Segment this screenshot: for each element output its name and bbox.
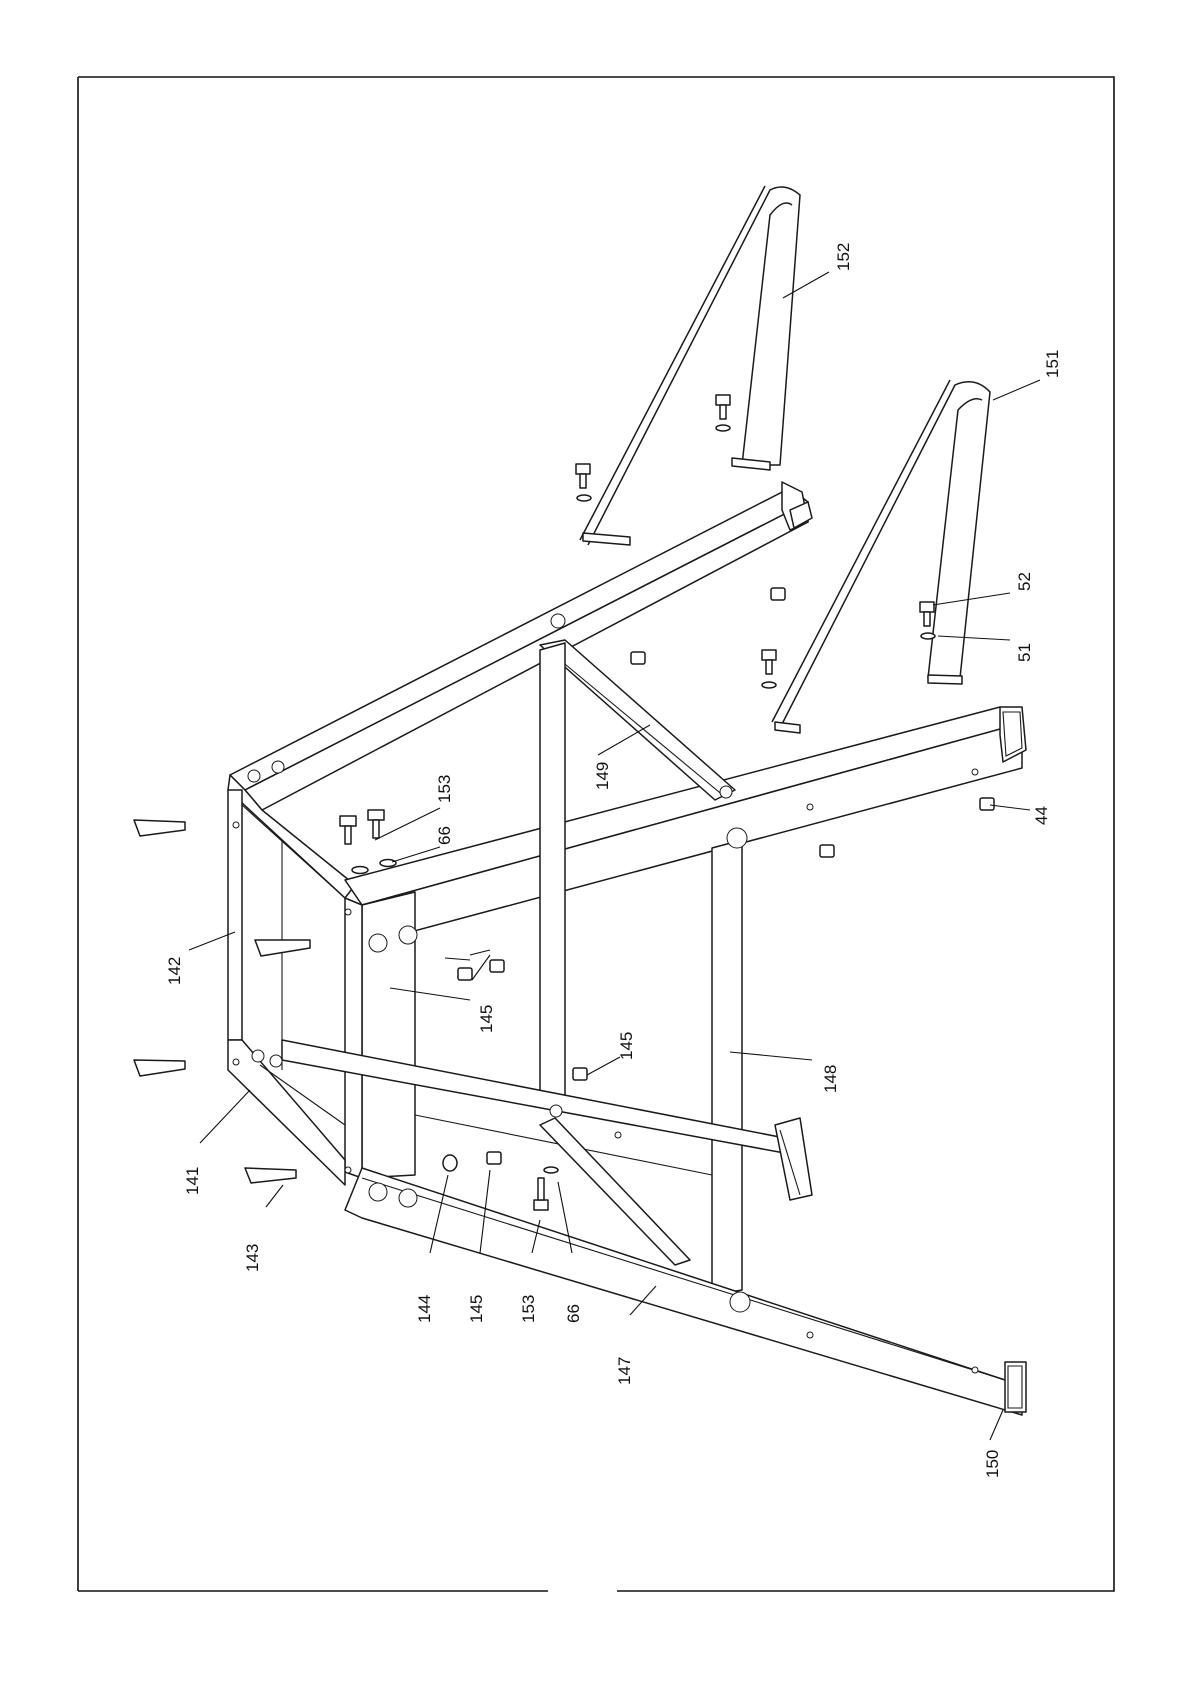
callout-66-low: 66 [564,1304,583,1323]
callout-151: 151 [1043,350,1062,378]
frame-assembly [228,482,1026,1415]
callout-51: 51 [1015,643,1034,662]
right-long-beam [345,707,1026,945]
callout-147: 147 [615,1357,634,1385]
callout-153: 153 [435,775,454,803]
upper-beam-end-cap [782,482,812,530]
callout-143: 143 [243,1244,262,1272]
vertical-post-1 [540,643,565,1100]
callout-145-right: 145 [617,1032,636,1060]
handle-loop-151 [772,380,990,733]
callout-141: 141 [183,1167,202,1195]
handle-loop-152 [580,186,800,545]
callout-152: 152 [834,243,853,271]
callout-44: 44 [1032,806,1051,825]
callout-149: 149 [593,762,612,790]
callout-144: 144 [415,1295,434,1323]
vertical-post-2 [712,840,742,1295]
lower-long-beam-147 [345,1168,1026,1415]
callout-145-low: 145 [467,1295,486,1323]
callout-66: 66 [435,826,454,845]
callout-153-low: 153 [519,1295,538,1323]
callout-148: 148 [821,1065,840,1093]
right-bracket [775,1118,812,1200]
callout-52: 52 [1015,572,1034,591]
callout-142: 142 [165,957,184,985]
callout-145-mid: 145 [477,1005,496,1033]
callout-150: 150 [983,1450,1002,1478]
